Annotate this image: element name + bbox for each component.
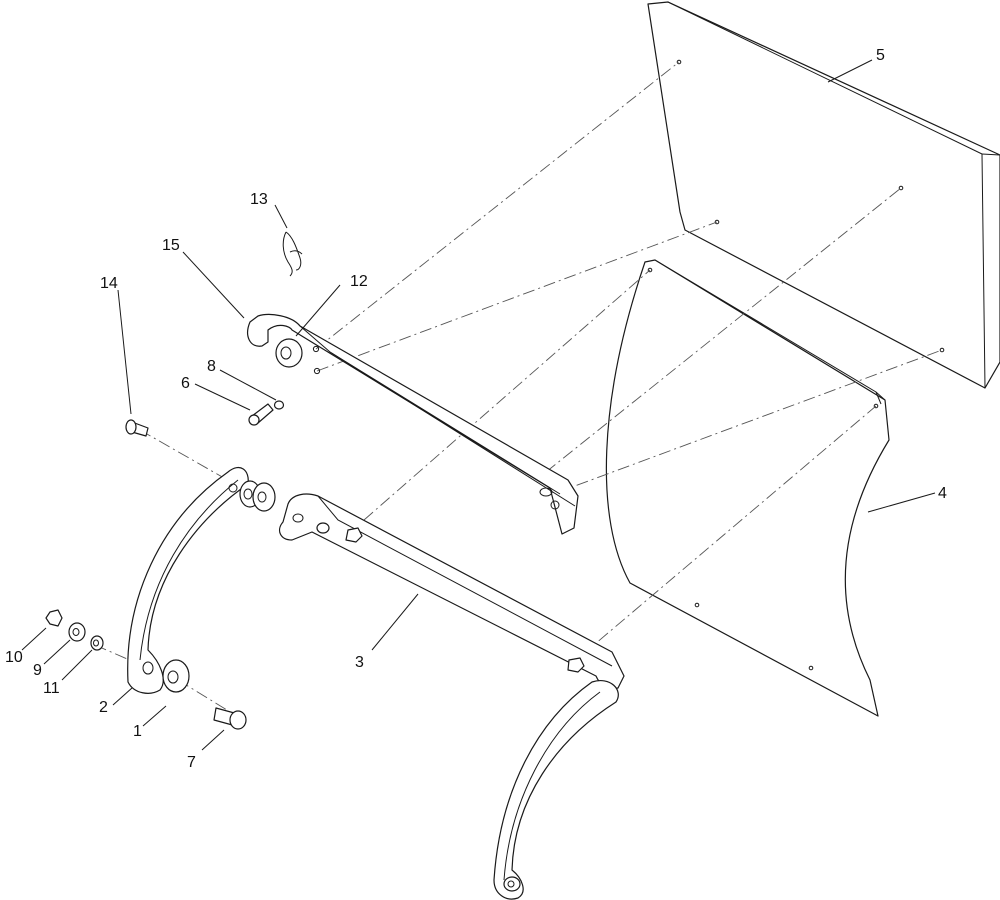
callout-10: 10 (5, 649, 23, 666)
part-15-upper-bar (247, 313, 579, 535)
part-14-bolt (125, 419, 149, 437)
callout-8: 8 (207, 358, 216, 375)
callout-13: 13 (250, 191, 268, 208)
callout-labels: 5 4 13 15 12 14 8 6 3 10 9 11 2 1 7 (5, 47, 947, 771)
callout-15: 15 (162, 237, 180, 254)
callout-3: 3 (355, 654, 364, 671)
callout-4: 4 (938, 485, 947, 502)
callout-14: 14 (100, 275, 118, 292)
part-2-right-arm (493, 680, 619, 900)
callout-12: 12 (350, 273, 368, 290)
callout-2: 2 (99, 699, 108, 716)
part-9-washer (68, 622, 86, 642)
callout-9: 9 (33, 662, 42, 679)
callout-5: 5 (876, 47, 885, 64)
part-2-left-arm (127, 467, 249, 694)
callout-1: 1 (133, 723, 142, 740)
part-1-washer-upper (239, 480, 276, 512)
leader-lines (21, 59, 936, 751)
part-7-clevis-pin (213, 707, 247, 730)
callout-11: 11 (43, 680, 60, 697)
part-1-washer-lower (162, 659, 190, 693)
part-11-spacer (90, 635, 104, 651)
part-4-plate (605, 259, 890, 717)
part-10-nut (45, 609, 63, 627)
part-6-bolt (248, 403, 274, 426)
part-8-lock-washer (273, 400, 285, 410)
callout-6: 6 (181, 375, 190, 392)
callout-7: 7 (187, 754, 196, 771)
part-13-hairpin-clip (282, 231, 303, 277)
part-12-washer (275, 338, 303, 368)
part-5-cushion (647, 1, 1000, 389)
